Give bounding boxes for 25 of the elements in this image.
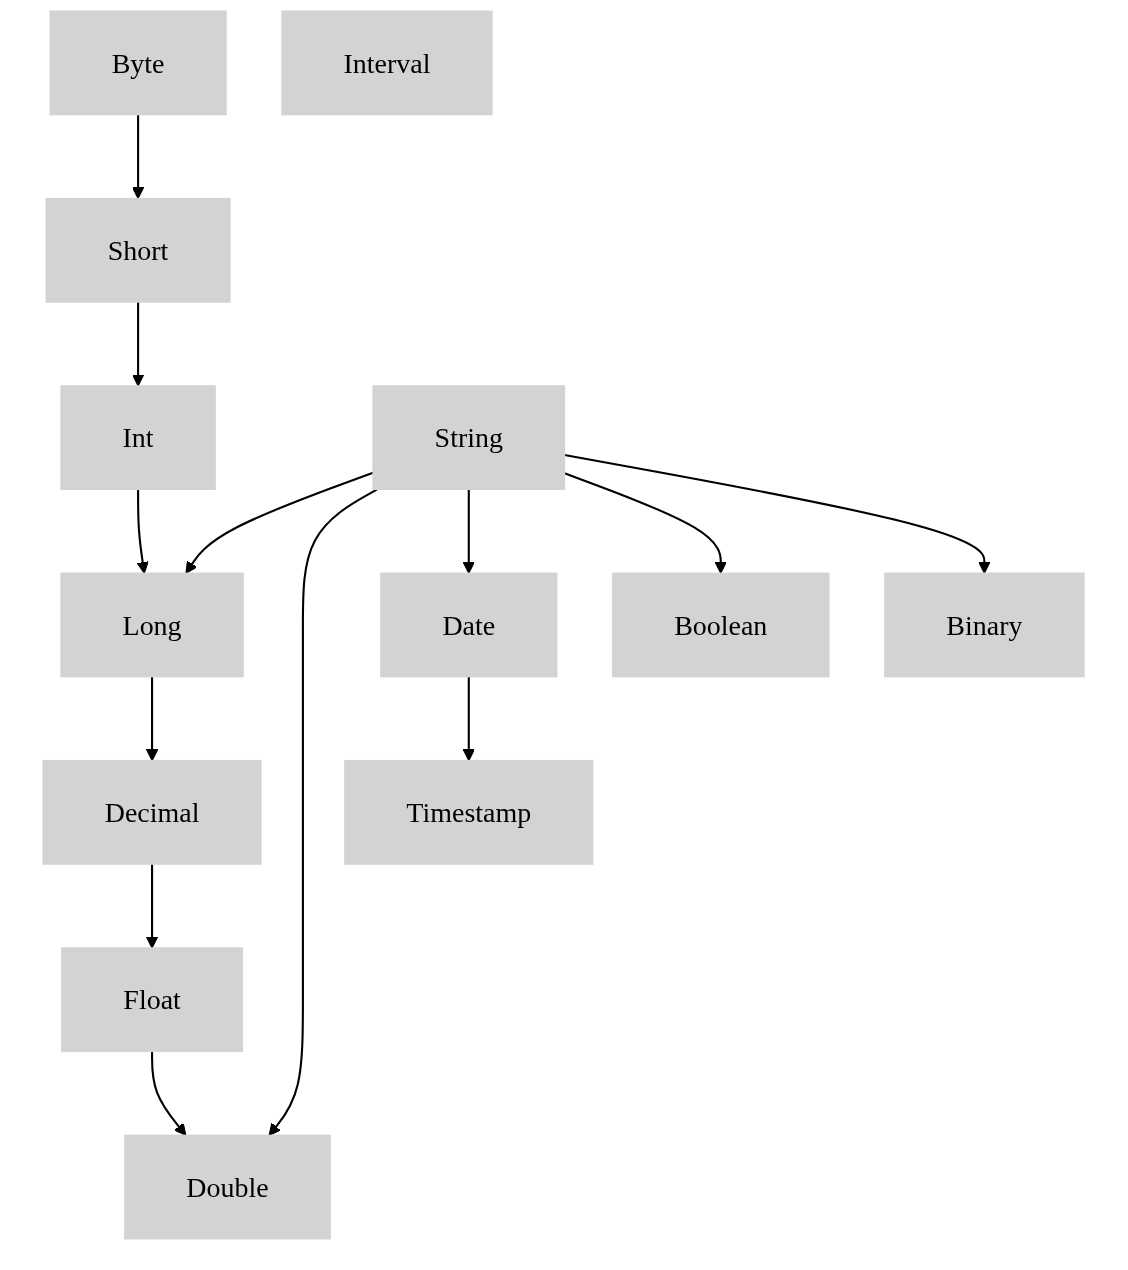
node-box: Boolean (612, 572, 830, 678)
arrow (146, 676, 159, 762)
arrow (146, 864, 159, 949)
arrow (185, 471, 374, 574)
node-box: String (372, 385, 566, 491)
node-box: Short (46, 197, 232, 303)
arrow (564, 472, 728, 574)
arrow (463, 676, 476, 762)
node-box: Float (61, 947, 244, 1053)
arrow (132, 302, 145, 387)
node-box: Decimal (42, 759, 263, 865)
arrow (463, 489, 476, 574)
node-box: Interval (281, 10, 494, 116)
node-box: Timestamp (344, 759, 594, 865)
node-box: Double (124, 1134, 332, 1240)
node-box: Binary (884, 572, 1086, 678)
node-box: Long (60, 572, 245, 678)
node-box: Byte (49, 10, 228, 116)
node-box: Int (60, 385, 217, 491)
arrow (564, 454, 991, 574)
node-box: Date (380, 572, 558, 678)
arrow (269, 488, 379, 1136)
arrow (151, 1051, 187, 1136)
arrow (132, 114, 145, 200)
arrow (137, 489, 150, 574)
